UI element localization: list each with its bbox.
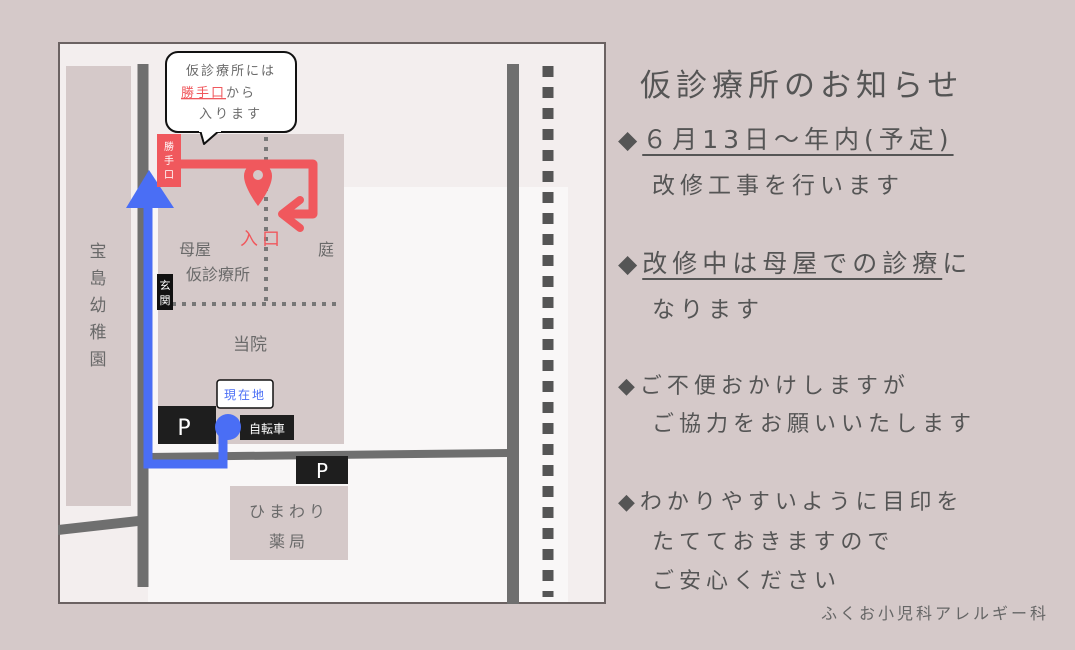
current-location-dot [215,414,241,440]
page-title: 仮診療所のお知らせ [640,68,964,104]
current-location-label: 現在地 [224,388,266,402]
temporary-clinic-label: 仮診療所 [186,265,250,284]
bullet-diamond: ◆ [618,249,643,278]
map-pin-icon [244,162,272,206]
callout-line2: 勝手口から [181,86,256,101]
back-door-tag [157,134,181,187]
main-line2: なります [652,297,764,323]
access-map: 宝 島 幼 稚 園 母屋 仮診療所 庭 当院 玄 関 勝 手 口 入口 仮診療所… [58,42,606,604]
route-arrow-head [126,170,174,208]
road-horizontal [147,449,509,461]
road-diagonal-left [58,516,138,535]
sign-line2: たてておきますので [652,530,895,555]
parking-label-2: P [316,459,328,483]
kindergarten-char: 宝 [90,242,107,262]
sign-line3: ご安心ください [652,569,842,594]
back-door-char: 口 [164,170,174,181]
genkan-tag [157,274,173,310]
callout-line1: 仮診療所には [186,63,276,79]
bicycle-sign [240,415,294,440]
bullet-diamond: ◆ [618,125,643,154]
parking-sign [158,406,216,444]
callout-bubble [165,51,297,145]
sign-line1: ◆わかりやすいように目印を [618,490,964,515]
main-suffix: に [942,249,973,278]
callout-suffix: から [226,86,256,101]
kindergarten-char: 園 [90,350,107,370]
genkan-char: 関 [160,294,171,307]
back-door-char: 手 [164,154,174,167]
main-house-label: 母屋 [179,240,211,259]
back-door-route [181,159,318,219]
genkan-char: 玄 [160,278,171,292]
pharmacy-name: ひまわり [249,502,329,521]
kindergarten-block [66,66,131,506]
back-door-arrow-head [278,196,304,232]
parking-sign-2 [296,456,348,484]
clinic-signature: ふくお小児科アレルギー科 [820,604,1049,623]
main-underlined: 改修中は母屋での診療 [642,249,943,278]
kindergarten-label: 宝 島 幼 稚 園 [90,242,107,370]
clinic-label: 当院 [233,335,267,355]
pharmacy-block [230,486,348,560]
kindergarten-char: 幼 [90,296,107,316]
walking-route [143,192,228,469]
kindergarten-char: 島 [90,269,107,289]
main-notice: ◆改修中は母屋での診療に [618,244,972,280]
parking-label: P [177,416,190,441]
pharmacy-type: 薬局 [269,532,309,551]
kindergarten-char: 稚 [90,323,107,343]
date-notice: ◆６月13日～年内(予定) [618,120,954,156]
bicycle-label: 自転車 [249,422,285,436]
entrance-label: 入口 [240,229,284,250]
callout-highlight: 勝手口 [181,86,226,101]
callout-line3: 入ります [199,107,263,122]
date-text: ６月13日～年内(予定) [642,125,954,154]
work-text: 改修工事を行います [652,173,904,199]
apology-line1: ◆ご不便おかけしますが [618,374,910,399]
garden-label: 庭 [318,240,334,259]
back-door-char: 勝 [164,140,174,153]
map-svg: 宝 島 幼 稚 園 母屋 仮診療所 庭 当院 玄 関 勝 手 口 入口 仮診療所… [58,42,606,604]
apology-line2: ご協力をお願いいたします [652,412,977,437]
current-location-bubble [216,379,274,409]
